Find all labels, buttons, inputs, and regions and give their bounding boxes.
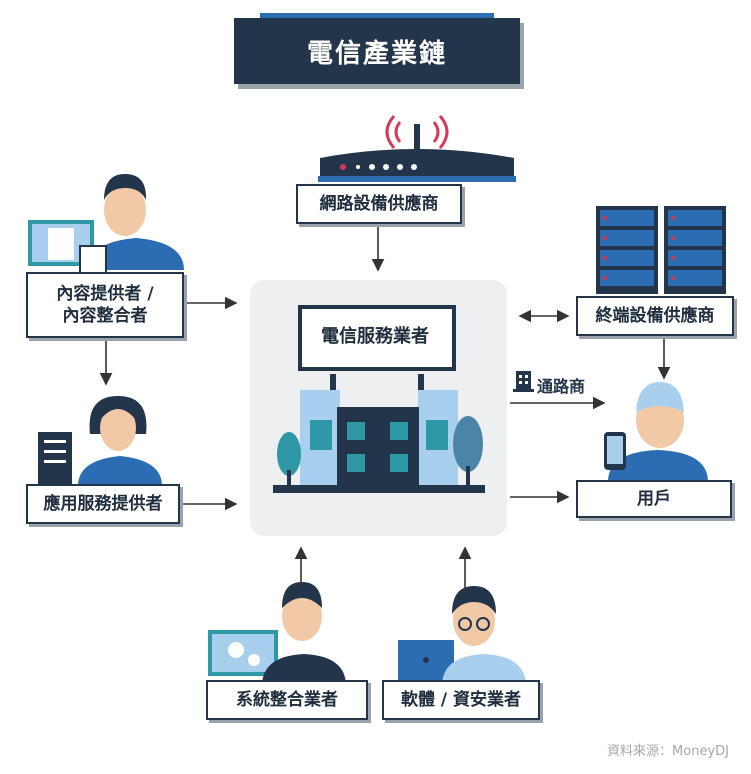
- user-illustration: [604, 382, 708, 482]
- software-security-illustration: [398, 586, 526, 686]
- server-racks-icon: [596, 206, 726, 294]
- node-terminal-equipment: 終端設備供應商: [576, 296, 734, 336]
- node-distributor: 通路商: [537, 377, 586, 396]
- node-content-provider: 內容提供者 / 內容整合者: [26, 272, 184, 338]
- title-banner: 電信產業鏈: [234, 13, 520, 84]
- node-system-integrator: 系統整合業者: [206, 680, 368, 720]
- node-user: 用戶: [576, 480, 732, 518]
- router-icon: [318, 115, 516, 182]
- node-network-equipment: 網路設備供應商: [296, 184, 462, 224]
- distributor-building-icon: [513, 371, 534, 392]
- building-illustration: [273, 305, 485, 493]
- node-software-security: 軟體 / 資安業者: [382, 680, 540, 720]
- source-credit: 資料來源：MoneyDJ: [607, 744, 729, 759]
- content-provider-illustration: [28, 174, 184, 277]
- node-app-service-provider: 應用服務提供者: [26, 484, 180, 524]
- node-telecom-operator: 電信服務業者: [321, 326, 429, 347]
- system-integrator-illustration: [208, 582, 346, 686]
- diagram-title: 電信產業鏈: [306, 38, 447, 69]
- app-provider-illustration: [38, 396, 162, 486]
- flow-arrows: [99, 222, 671, 590]
